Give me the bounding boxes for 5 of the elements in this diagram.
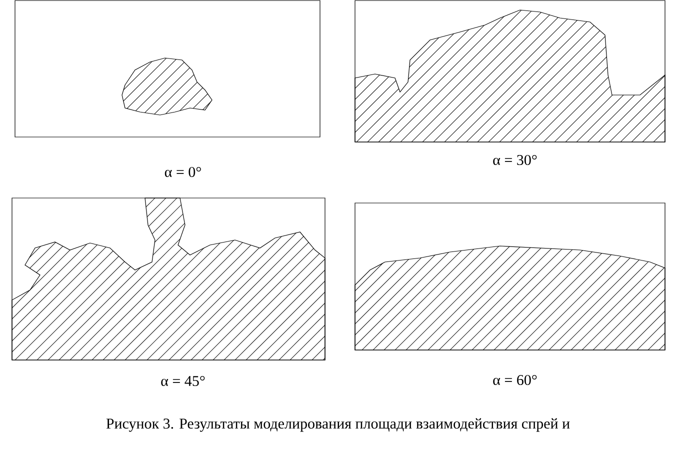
caption: Рисунок 3. Результаты моделирования площади взаимодействия спрей и [106, 418, 570, 432]
angle-label: α = 30° [493, 154, 537, 166]
angle-label: α = 45° [161, 376, 205, 386]
angle-label: α = 60° [493, 374, 537, 386]
angle-label: α = 0° [164, 166, 201, 178]
